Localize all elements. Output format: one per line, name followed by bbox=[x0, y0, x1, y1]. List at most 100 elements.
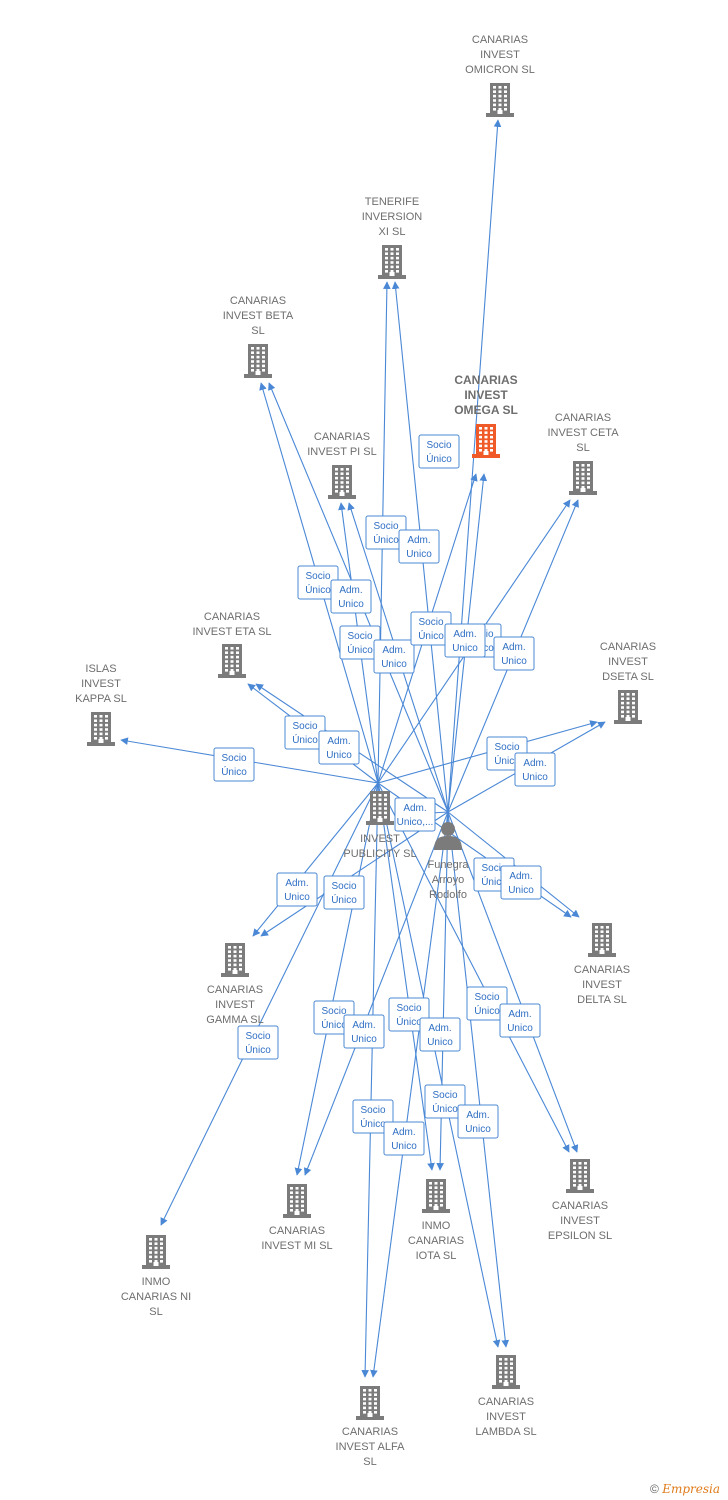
node-label-line: INVERSION bbox=[362, 211, 423, 223]
badge-text: Adm. bbox=[339, 585, 362, 596]
relationship-badge[interactable]: Adm.Unico bbox=[499, 1003, 541, 1038]
badge-text: Unico bbox=[508, 885, 534, 896]
badge-text: Único bbox=[360, 1117, 386, 1130]
edge-publicity-to-iota bbox=[377, 782, 435, 1171]
relationship-badge[interactable]: Adm.Unico bbox=[373, 639, 415, 674]
relationship-badge[interactable]: Adm.Unico bbox=[330, 579, 372, 614]
building-icon[interactable] bbox=[378, 245, 406, 279]
node-kappa[interactable]: ISLAS INVEST KAPPA SL bbox=[75, 663, 127, 746]
node-label-line: INVEST BETA bbox=[223, 310, 294, 322]
relationship-badge[interactable]: Adm.Unico bbox=[457, 1104, 499, 1139]
footer-credit: © Empresia bbox=[650, 1482, 720, 1496]
relationship-badge[interactable]: Adm.Unico bbox=[419, 1017, 461, 1052]
badge-text: Unico bbox=[501, 656, 527, 667]
badge-text: Adm. bbox=[428, 1023, 451, 1034]
relationship-badge[interactable]: Adm.Unico bbox=[383, 1121, 425, 1156]
building-icon[interactable] bbox=[221, 943, 249, 977]
badge-text: Socio bbox=[305, 571, 330, 582]
badge-text: Unico bbox=[522, 772, 548, 783]
building-icon[interactable] bbox=[356, 1386, 384, 1420]
building-icon[interactable] bbox=[142, 1235, 170, 1269]
badge-text: Socio bbox=[373, 521, 398, 532]
node-label-line: CANARIAS bbox=[478, 1396, 534, 1408]
node-label-line: INVEST bbox=[464, 388, 508, 402]
node-label-line: INVEST bbox=[81, 678, 121, 690]
person-icon[interactable] bbox=[434, 822, 462, 850]
building-icon[interactable] bbox=[569, 461, 597, 495]
building-icon[interactable] bbox=[614, 690, 642, 724]
building-icon[interactable] bbox=[87, 712, 115, 746]
relationship-badge[interactable]: Adm.Unico bbox=[343, 1014, 385, 1049]
badge-text: Unico bbox=[381, 659, 407, 670]
badge-text: Unico,... bbox=[397, 817, 434, 828]
building-icon[interactable] bbox=[328, 465, 356, 499]
focus-building-icon[interactable] bbox=[472, 424, 500, 458]
node-label-line: INMO bbox=[142, 1276, 171, 1288]
node-label-line: CANARIAS NI bbox=[121, 1291, 191, 1303]
building-icon[interactable] bbox=[283, 1184, 311, 1218]
badge-text: Adm. bbox=[407, 535, 430, 546]
relationship-badge[interactable]: Adm.Unico bbox=[318, 730, 360, 765]
node-label-line: CANARIAS bbox=[552, 1200, 608, 1212]
building-icon[interactable] bbox=[366, 791, 394, 825]
node-label-line: INVEST bbox=[215, 999, 255, 1011]
relationship-badge[interactable]: Adm.Unico bbox=[398, 529, 440, 564]
node-label-line: ISLAS bbox=[85, 663, 116, 675]
building-icon[interactable] bbox=[566, 1159, 594, 1193]
badge-text: Único bbox=[474, 1004, 500, 1017]
building-icon[interactable] bbox=[218, 644, 246, 678]
relationship-badge[interactable]: Adm.Unico,... bbox=[394, 797, 436, 832]
relationship-badge[interactable]: Adm.Unico bbox=[500, 865, 542, 900]
relationship-badge[interactable]: Adm. Unico bbox=[514, 752, 556, 787]
building-icon[interactable] bbox=[588, 923, 616, 957]
building-icon[interactable] bbox=[492, 1355, 520, 1389]
badge-text: Socio bbox=[396, 1003, 421, 1014]
relationship-badge[interactable]: Adm.Unico bbox=[444, 623, 486, 658]
node-label-line: Funegra bbox=[428, 859, 470, 871]
relationship-badge[interactable]: Adm.Unico bbox=[276, 872, 318, 907]
brand-logo-text[interactable]: Empresia bbox=[662, 1482, 720, 1496]
badge-text: Adm. bbox=[523, 758, 546, 769]
edges-layer bbox=[120, 119, 606, 1378]
node-label-line: KAPPA SL bbox=[75, 693, 127, 705]
relationship-badge[interactable]: Adm.Unico bbox=[493, 636, 535, 671]
node-label-line: Rodolfo bbox=[429, 889, 467, 901]
building-icon[interactable] bbox=[422, 1179, 450, 1213]
node-label-line: CANARIAS bbox=[555, 412, 611, 424]
building-icon[interactable] bbox=[244, 344, 272, 378]
building-icon[interactable] bbox=[486, 83, 514, 117]
badge-text: Único bbox=[494, 754, 520, 767]
